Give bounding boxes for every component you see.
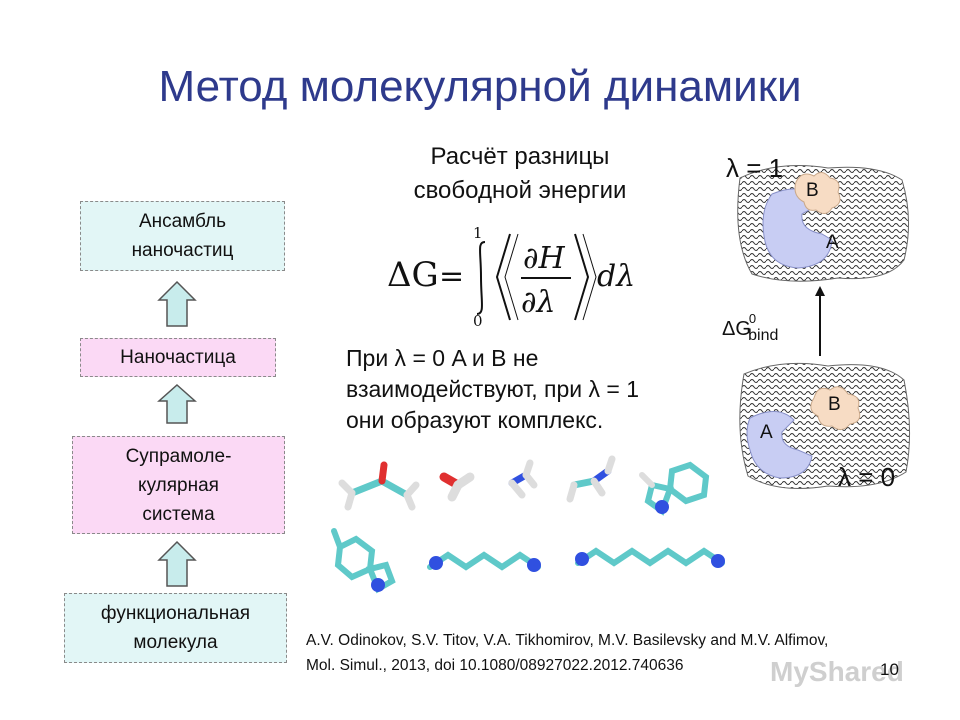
svg-text:ΔG: ΔG xyxy=(387,255,439,295)
watermark-logo: MyShared xyxy=(770,656,904,687)
free-energy-formula: ΔG = 1 0 ∂H ∂λ dλ xyxy=(387,224,635,330)
box-text: Супрамоле- xyxy=(125,445,232,467)
subtitle-line: свободной энергии xyxy=(413,177,627,204)
slide-title: Метод молекулярной динамики xyxy=(158,62,802,111)
molecule-water xyxy=(439,472,475,502)
lambda-zero-label: λ = 0 xyxy=(838,462,896,492)
box-text: молекула xyxy=(133,632,218,653)
molecule-b-bottom xyxy=(810,386,861,430)
delta-g-text: ΔG xyxy=(722,318,751,340)
molecule-indole xyxy=(639,461,710,516)
up-arrow-icon xyxy=(157,383,197,424)
page-number: 10 xyxy=(880,660,899,679)
box-nanoparticle: Наночастица xyxy=(80,338,276,377)
binding-diagram xyxy=(737,165,911,489)
svg-text:dλ: dλ xyxy=(597,259,635,294)
svg-text:∂H: ∂H xyxy=(523,241,566,276)
label-a-bottom: A xyxy=(760,422,773,443)
box-text: кулярная xyxy=(138,474,219,496)
box-text: система xyxy=(142,503,215,525)
molecules-illustration xyxy=(331,455,725,594)
box-text: функциональная xyxy=(100,603,251,624)
box-text: наночастиц xyxy=(131,240,234,261)
molecule-chain-short xyxy=(427,551,541,572)
label-b-top: B xyxy=(806,180,819,201)
box-functional-molecule: функциональная молекула xyxy=(64,593,287,663)
box-supramolecular-system: Супрамоле-кулярная система xyxy=(72,436,285,534)
molecule-a-bottom xyxy=(746,411,813,479)
reference-line: A.V. Odinokov, S.V. Titov, V.A. Tikhomir… xyxy=(306,632,829,649)
up-arrow-icon xyxy=(157,540,197,587)
statement-line: При λ = 0 A и B не xyxy=(346,345,539,371)
molecule-chain-long xyxy=(575,547,725,568)
reference-citation: A.V. Odinokov, S.V. Titov, V.A. Tikhomir… xyxy=(306,628,828,678)
subtitle-line: Расчёт разницы xyxy=(430,143,610,170)
box-text: Ансамбль xyxy=(138,211,227,232)
lambda-statement: При λ = 0 A и B не взаимодействуют, при … xyxy=(346,343,706,436)
reference-line: Mol. Simul., 2013, doi 10.1080/08927022.… xyxy=(306,657,684,674)
statement-line: взаимодействуют, при λ = 1 xyxy=(346,376,640,402)
svg-text:0: 0 xyxy=(473,312,483,330)
lambda-one-label: λ = 1 xyxy=(726,153,784,183)
statement-line: они образуют комплекс. xyxy=(346,407,604,433)
label-b-bottom: B xyxy=(828,394,841,415)
up-arrow-icon xyxy=(157,280,197,327)
delta-g-sub: bind xyxy=(748,327,779,344)
molecule-methylamine xyxy=(566,455,616,503)
svg-text:=: = xyxy=(439,259,464,294)
free-energy-subtitle: Расчёт разницы свободной энергии xyxy=(380,140,660,208)
delta-g-sup: 0 xyxy=(748,311,757,326)
svg-text:1: 1 xyxy=(473,224,483,242)
molecule-acetone xyxy=(338,461,420,511)
box-nanoparticle-ensemble: Ансамбль наночастиц xyxy=(80,201,285,271)
box-text: Наночастица xyxy=(120,347,236,368)
molecule-b-top xyxy=(794,172,841,214)
molecule-methylindole xyxy=(331,528,396,594)
svg-text:∂λ: ∂λ xyxy=(521,285,556,320)
molecule-ammonia xyxy=(508,459,538,499)
label-a-top: A xyxy=(826,232,839,253)
delta-g-bind-label: ΔG0bind xyxy=(722,311,779,344)
